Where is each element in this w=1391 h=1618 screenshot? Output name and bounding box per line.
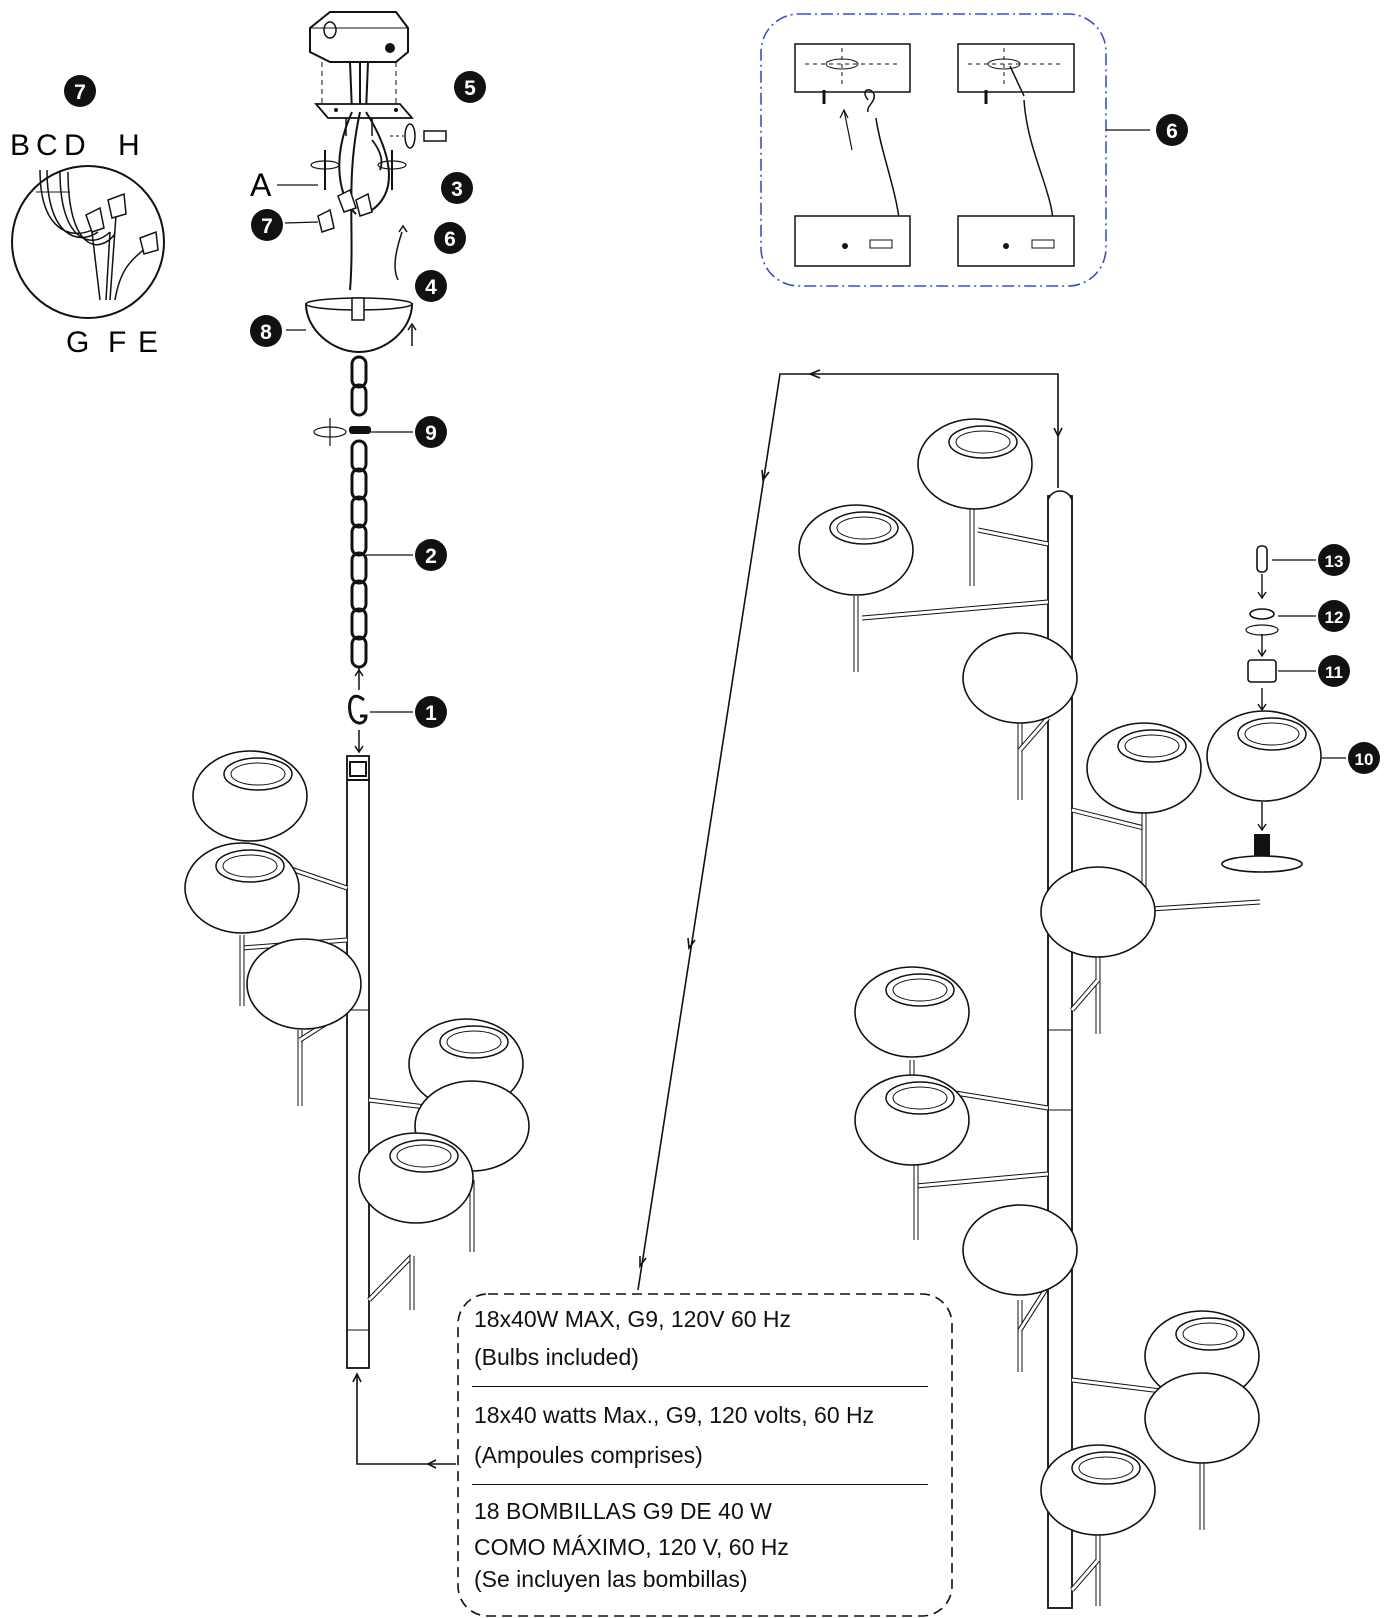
spec-fr-line-1: 18x40 watts Max., G9, 120 volts, 60 Hz xyxy=(474,1402,875,1428)
spec-box: 18x40W MAX, G9, 120V 60 Hz (Bulbs includ… xyxy=(456,1292,946,1608)
wire-label-c: C xyxy=(36,129,58,162)
callout-1: 1 xyxy=(415,696,447,728)
wiring-detail xyxy=(11,165,165,319)
wire-label-d: D xyxy=(64,129,86,162)
svg-text:12: 12 xyxy=(1325,608,1344,627)
canopy xyxy=(286,297,417,354)
svg-text:2: 2 xyxy=(425,545,437,568)
wire-label-e: E xyxy=(138,326,158,359)
spec-en-line-2: (Bulbs included) xyxy=(474,1344,639,1370)
spec-divider-2 xyxy=(472,1484,928,1485)
callout-5: 5 xyxy=(454,71,486,103)
wire-label-b: B xyxy=(10,129,30,162)
callout-6: 6 xyxy=(434,222,466,254)
svg-text:7: 7 xyxy=(74,81,86,104)
spec-fr-line-2: (Ampoules comprises) xyxy=(474,1442,703,1468)
wire-connectors xyxy=(284,111,408,291)
wire-label-h: H xyxy=(118,129,140,162)
callout-8: 8 xyxy=(250,315,282,347)
junction-box xyxy=(309,11,409,113)
svg-text:8: 8 xyxy=(260,321,272,344)
detail-6 xyxy=(760,13,1150,287)
svg-text:6: 6 xyxy=(444,228,456,251)
callout-11: 11 xyxy=(1318,655,1350,687)
callout-3: 3 xyxy=(441,172,473,204)
svg-text:3: 3 xyxy=(451,178,463,201)
svg-text:10: 10 xyxy=(1355,750,1374,769)
callout-10: 10 xyxy=(1348,742,1380,774)
fixture-exploded xyxy=(798,418,1261,1609)
svg-text:1: 1 xyxy=(425,702,437,725)
hook-link xyxy=(348,668,413,754)
svg-text:6: 6 xyxy=(1166,120,1178,143)
callout-12: 12 xyxy=(1318,600,1350,632)
spec-es-line-3: (Se incluyen las bombillas) xyxy=(474,1566,748,1592)
spec-divider-1 xyxy=(472,1386,928,1387)
callout-9: 9 xyxy=(415,416,447,448)
chain xyxy=(313,355,413,669)
bulb-assembly xyxy=(1206,545,1346,873)
spec-es-line-2: COMO MÁXIMO, 120 V, 60 Hz xyxy=(474,1534,789,1560)
callout-4: 4 xyxy=(415,270,447,302)
svg-text:11: 11 xyxy=(1325,663,1343,682)
callout-2: 2 xyxy=(415,539,447,571)
wire-label-a: A xyxy=(250,167,272,203)
wire-label-f: F xyxy=(108,326,126,359)
spec-es-line-1: 18 BOMBILLAS G9 DE 40 W xyxy=(474,1498,772,1524)
callout-7: 7 xyxy=(251,209,283,241)
ground-screw xyxy=(390,123,447,149)
mounting-plate xyxy=(314,103,414,136)
callout-7-detail: 7 xyxy=(64,75,96,107)
wiring-route xyxy=(352,369,1063,1469)
svg-text:13: 13 xyxy=(1325,552,1344,571)
callout-13: 13 xyxy=(1318,544,1350,576)
spec-en-line-1: 18x40W MAX, G9, 120V 60 Hz xyxy=(474,1306,792,1332)
svg-text:4: 4 xyxy=(425,276,437,299)
canopy-screws xyxy=(277,150,407,190)
svg-text:5: 5 xyxy=(464,77,476,100)
spec-box-frame xyxy=(457,1293,953,1617)
wire-label-g: G xyxy=(66,326,89,359)
callout-6-detail: 6 xyxy=(1156,114,1188,146)
fixture-assembled xyxy=(184,750,530,1369)
svg-text:7: 7 xyxy=(261,215,273,238)
svg-text:9: 9 xyxy=(425,422,437,445)
